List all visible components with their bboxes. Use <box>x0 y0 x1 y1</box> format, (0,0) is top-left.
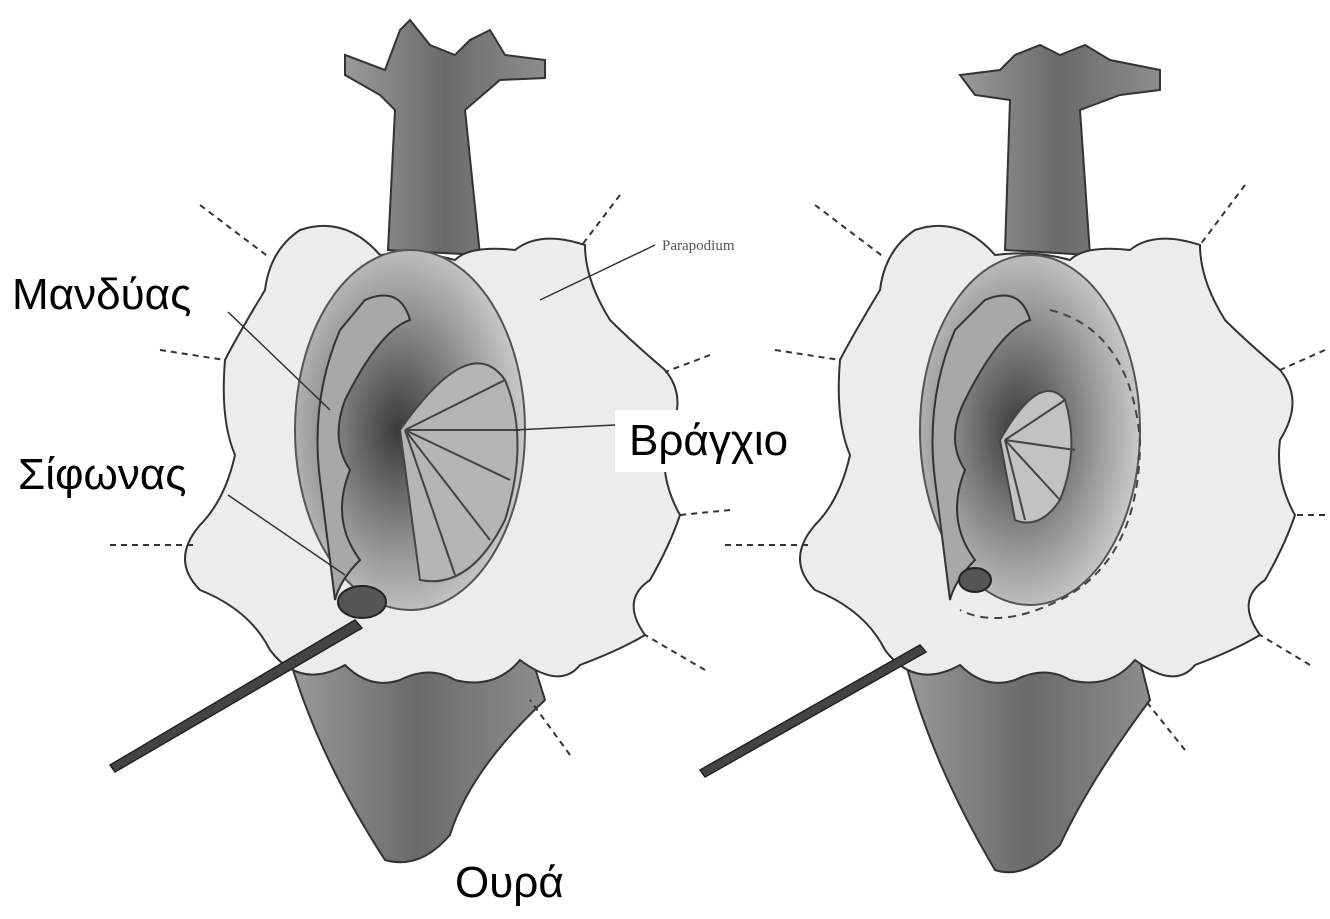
right-head <box>960 45 1160 255</box>
right-probe <box>700 645 926 777</box>
gill-label: Βράγχιο <box>615 410 798 472</box>
mantle-label: Μανδύας <box>12 272 191 318</box>
tail-label: Ουρά <box>455 860 564 906</box>
left-siphon <box>338 586 386 618</box>
left-head <box>345 20 545 255</box>
parapodium-label: Parapodium <box>662 238 735 254</box>
right-siphon <box>959 568 991 592</box>
siphon-label: Σίφωνας <box>18 452 187 498</box>
